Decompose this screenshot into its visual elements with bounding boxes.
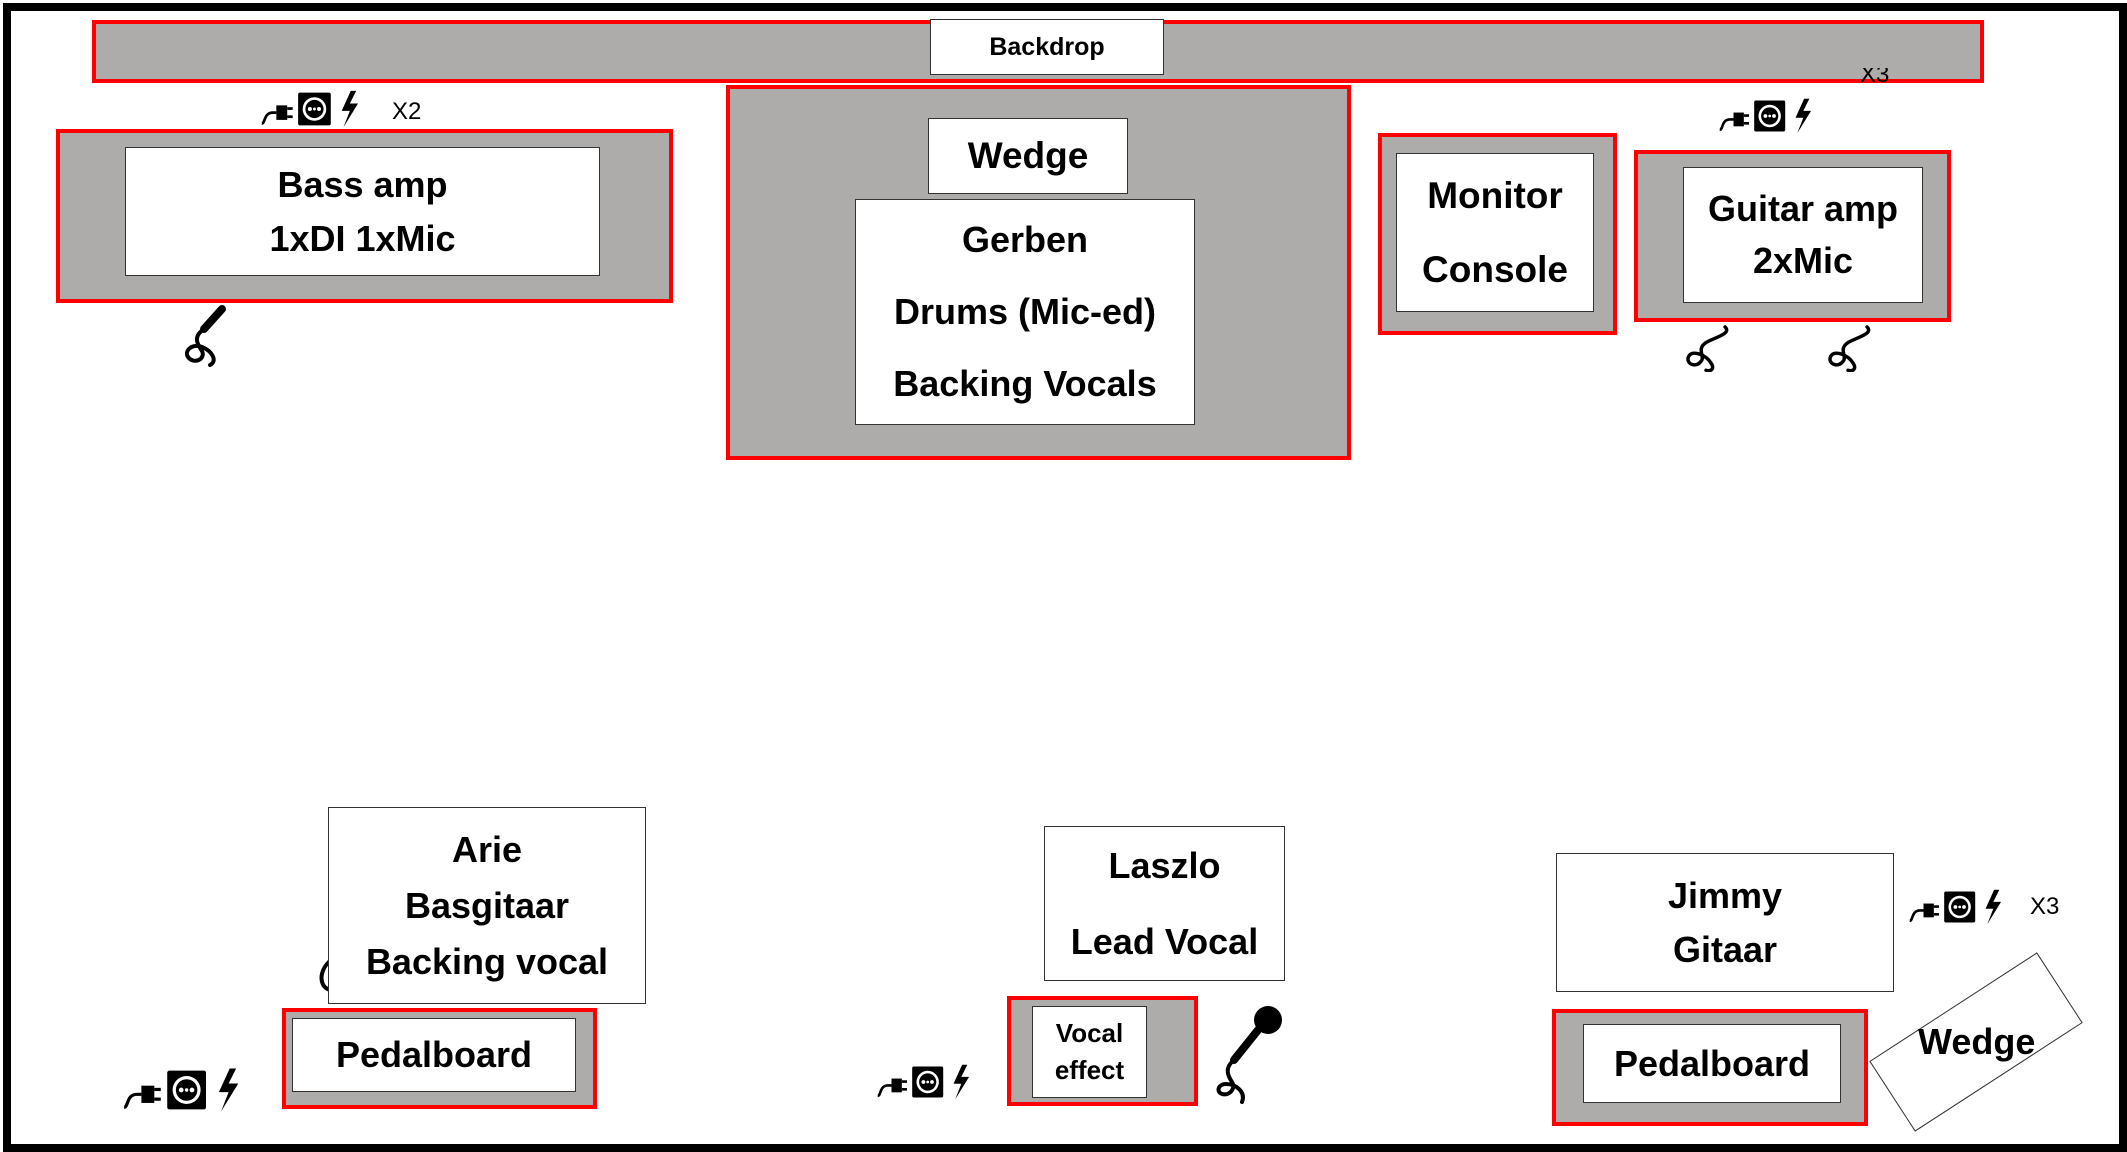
arie-pedalboard-label: Pedalboard — [335, 1034, 533, 1075]
laszlo-name: Laszlo — [1108, 844, 1221, 886]
drum-wedge-box: Wedge — [928, 118, 1128, 194]
guitar-amp-inputs: 2xMic — [1752, 240, 1854, 281]
guitar-amp-label: Guitar amp — [1707, 188, 1899, 229]
power-outlet-icon — [1718, 90, 1830, 142]
guitar-amp-box: Guitar amp 2xMic — [1683, 167, 1923, 303]
console-label: Console — [1422, 248, 1568, 290]
bass-amp-label: Bass amp — [277, 163, 448, 205]
jimmy-name: Jimmy — [1667, 874, 1783, 916]
jimmy-pedalboard-box: Pedalboard — [1583, 1024, 1841, 1103]
bass-amp-inputs: 1xDI 1xMic — [269, 217, 456, 259]
backdrop-label: Backdrop — [989, 32, 1105, 61]
bass-amp-box: Bass amp 1xDI 1xMic — [125, 147, 600, 276]
drummer-name: Gerben — [961, 219, 1089, 260]
stage-outline — [3, 3, 2127, 1152]
mic-cable-icon — [1680, 320, 1732, 372]
guitar-amp-power-count: X3 — [1860, 68, 1890, 88]
bass-power-count: X2 — [392, 98, 422, 125]
power-outlet-icon — [260, 88, 378, 130]
drummer-role: Backing Vocals — [893, 363, 1157, 404]
arie-instrument: Basgitaar — [404, 884, 570, 926]
jimmy-box: Jimmy Gitaar — [1556, 853, 1894, 992]
jimmy-pedalboard-label: Pedalboard — [1613, 1042, 1811, 1084]
monitor-label: Monitor — [1427, 174, 1563, 216]
vocal-effect-line2: effect — [1054, 1055, 1125, 1085]
laszlo-role: Lead Vocal — [1070, 920, 1259, 962]
monitor-console-box: Monitor Console — [1396, 153, 1594, 312]
vocal-effect-box: Vocal effect — [1032, 1006, 1147, 1098]
jimmy-instrument: Gitaar — [1672, 928, 1778, 970]
microphone-cable-icon — [185, 305, 226, 367]
power-outlet-icon — [876, 1060, 988, 1104]
jimmy-wedge-label: Wedge — [1918, 1021, 2036, 1062]
drummer-instrument: Drums (Mic-ed) — [893, 291, 1157, 332]
laszlo-box: Laszlo Lead Vocal — [1044, 826, 1285, 981]
backdrop-label-box: Backdrop — [930, 19, 1164, 75]
arie-name: Arie — [451, 828, 523, 870]
microphone-icon — [1216, 1006, 1282, 1104]
drummer-box: Gerben Drums (Mic-ed) Backing Vocals — [855, 199, 1195, 425]
mic-cable-icon — [1822, 320, 1874, 372]
arie-box: Arie Basgitaar Backing vocal — [328, 807, 646, 1004]
power-outlet-icon — [122, 1062, 262, 1118]
arie-pedalboard-box: Pedalboard — [292, 1018, 576, 1092]
vocal-effect-line1: Vocal — [1055, 1018, 1124, 1048]
drum-wedge-label: Wedge — [967, 135, 1089, 176]
power-outlet-icon — [1908, 882, 2020, 932]
arie-role: Backing vocal — [365, 940, 609, 982]
jimmy-power-count: X3 — [2030, 893, 2060, 920]
